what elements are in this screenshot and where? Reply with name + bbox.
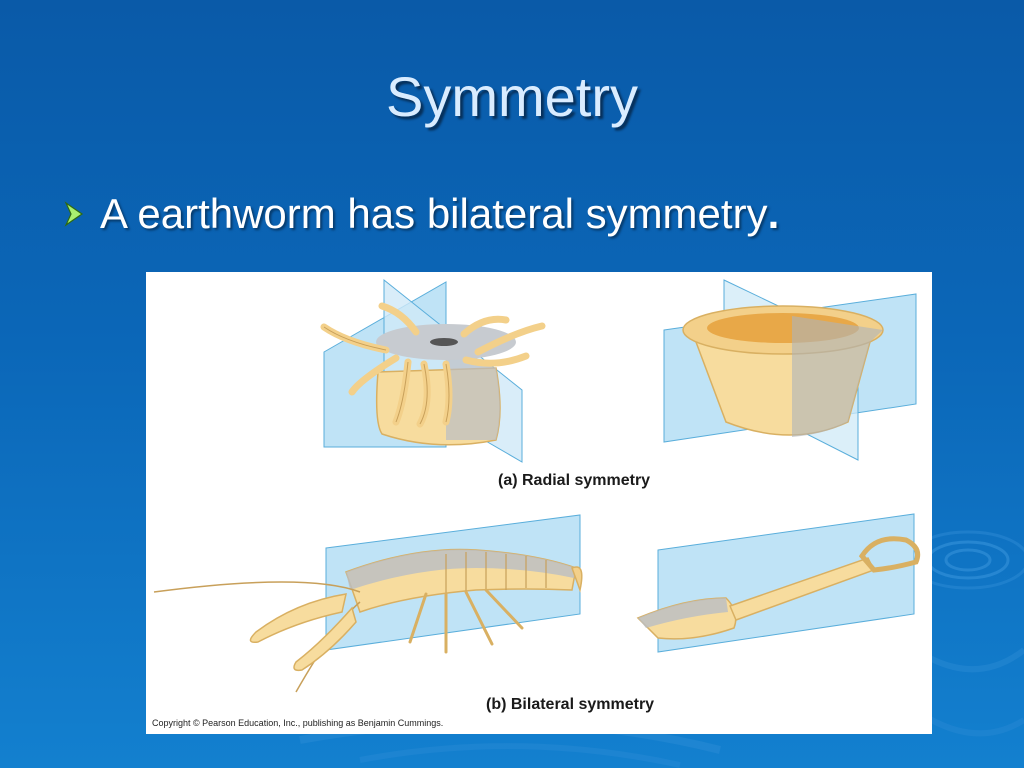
sea-anemone-illustration	[320, 278, 546, 463]
arrow-bullet-icon	[64, 201, 84, 227]
symmetry-illustration	[153, 278, 921, 693]
bullet-item: A earthworm has bilateral symmetry.	[62, 186, 962, 242]
lobster-illustration	[153, 514, 583, 693]
slide-title: Symmetry	[386, 65, 638, 128]
shovel-illustration	[636, 513, 921, 653]
bilateral-symmetry-label: (b) Bilateral symmetry	[486, 696, 655, 713]
bullet-text-main: A earthworm has bilateral symmetry	[100, 190, 768, 237]
flower-pot-illustration	[663, 279, 917, 461]
symmetry-figure: (a) Radial symmetry (b) Bilateral symmet…	[146, 272, 932, 734]
radial-symmetry-label: (a) Radial symmetry	[498, 472, 651, 489]
bullet-text-end: .	[767, 190, 780, 237]
copyright-notice: Copyright © Pearson Education, Inc., pub…	[152, 718, 444, 728]
bullet-text: A earthworm has bilateral symmetry.	[100, 186, 779, 242]
